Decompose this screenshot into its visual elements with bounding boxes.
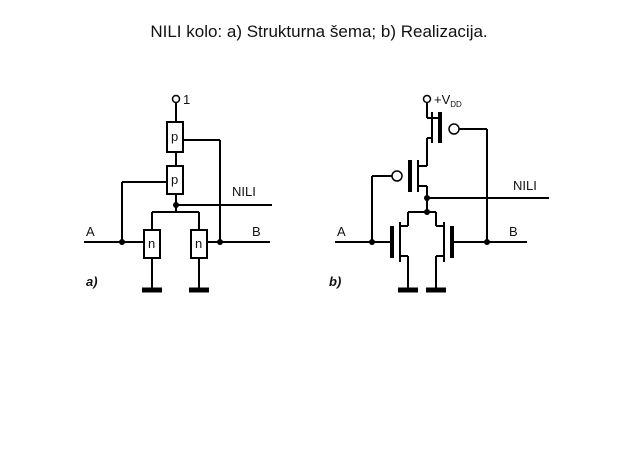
pmos-top-label: p: [171, 129, 178, 144]
input-a-label-b: A: [337, 224, 346, 239]
pmos-bottom-label: p: [171, 172, 178, 187]
supply-terminal-b: [422, 94, 432, 104]
supply-label-a: 1: [183, 92, 190, 107]
nmos-left-label: n: [148, 236, 155, 251]
output-label-b: NILI: [513, 178, 537, 193]
page-title: NILI kolo: a) Strukturna šema; b) Realiz…: [150, 22, 488, 41]
nmos-right-label: n: [195, 236, 202, 251]
structural-scheme: 1 p p NILI n n A B: [84, 92, 272, 293]
caption-a: a): [86, 274, 98, 289]
input-b-label-a: B: [252, 224, 261, 239]
supply-subscript: DD: [450, 100, 462, 109]
caption-b: b): [329, 274, 341, 289]
input-a-label-a: A: [86, 224, 95, 239]
supply-label-b: +V: [434, 92, 451, 107]
svg-text:+VDD: +VDD: [434, 92, 462, 109]
output-label-a: NILI: [232, 184, 256, 199]
pmos-lower-bubble: [391, 170, 403, 182]
pmos-upper-bubble: [448, 123, 460, 135]
transistor-realization: +VDD NILI: [329, 92, 549, 293]
input-b-label-b: B: [509, 224, 518, 239]
supply-terminal-a: [171, 94, 181, 104]
